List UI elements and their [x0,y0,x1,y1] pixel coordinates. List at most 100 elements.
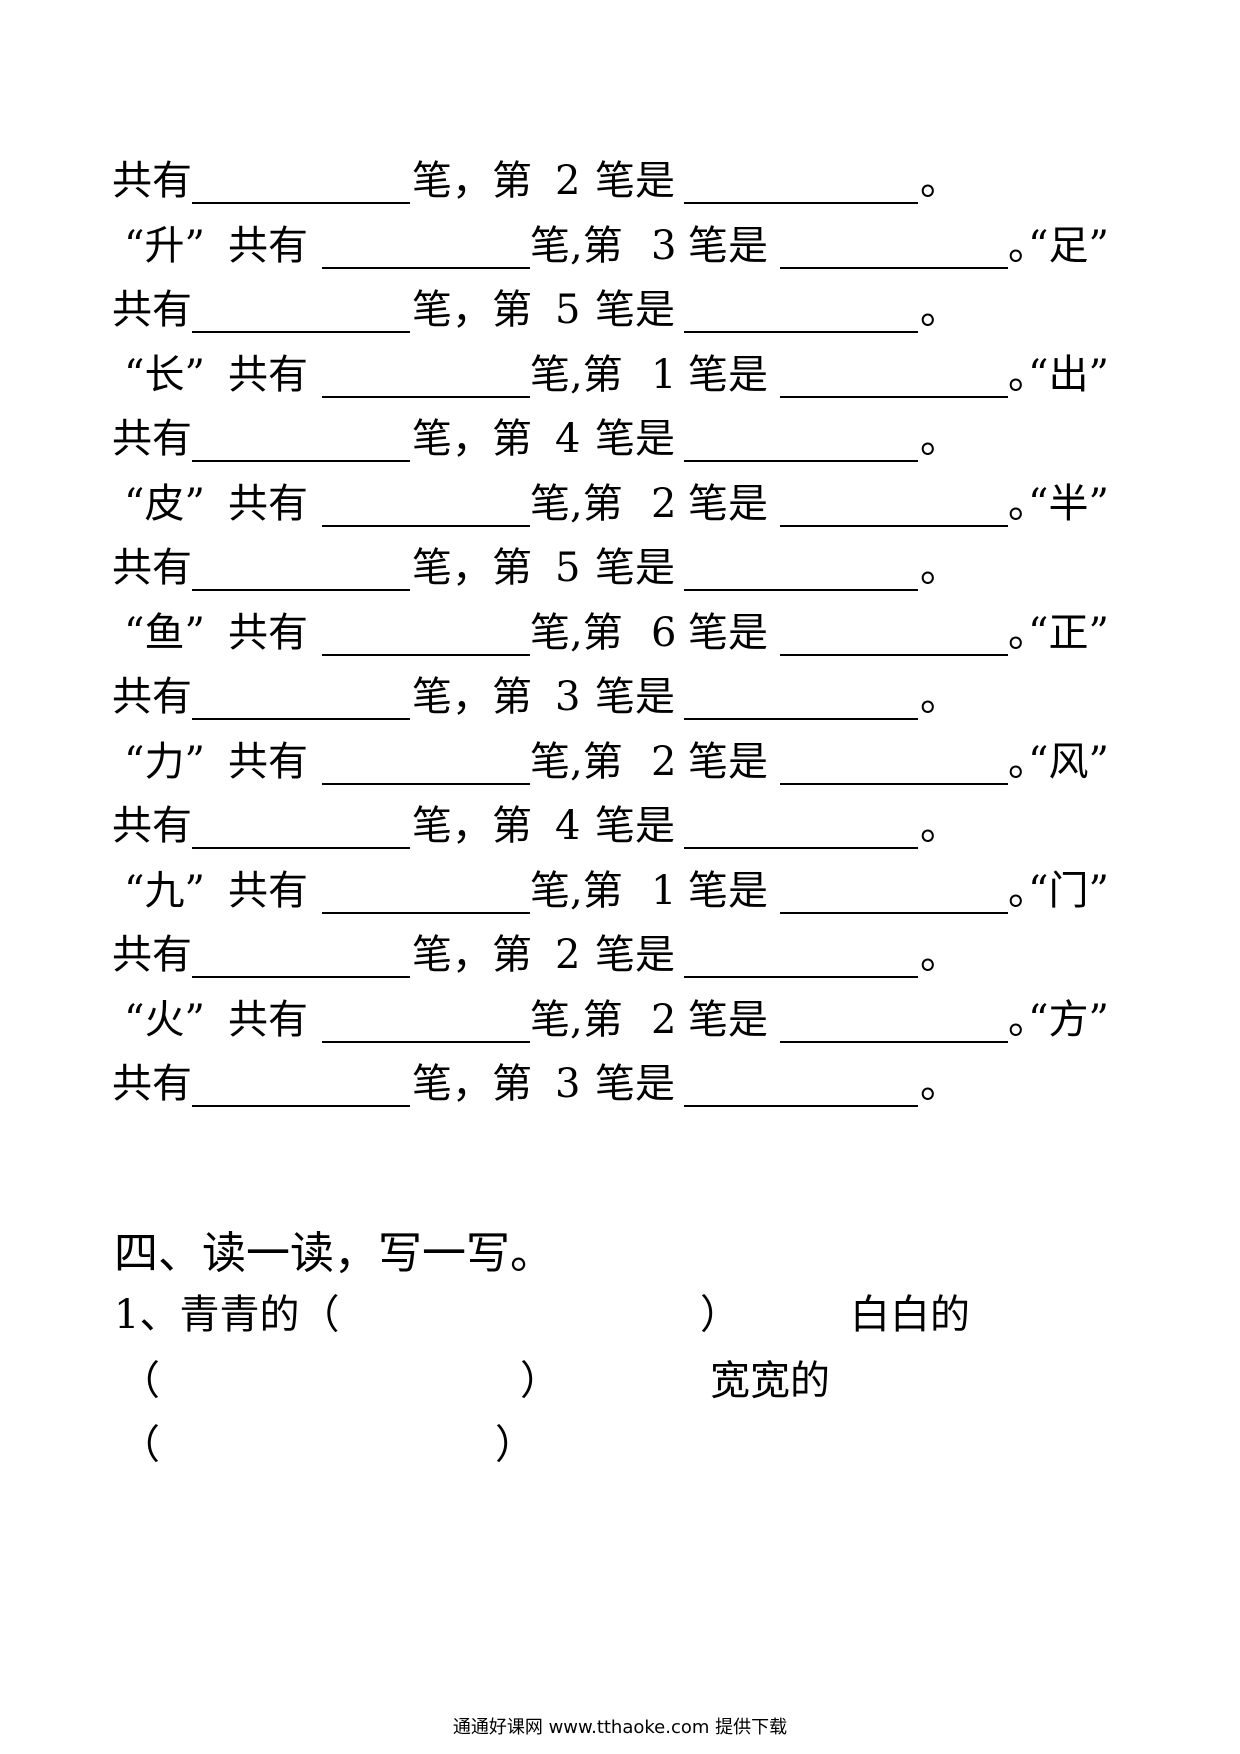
character-label: “力” [124,739,205,785]
next-character-label: “门” [1028,868,1109,914]
end-punct: 。 [1008,610,1048,656]
stroke-name-blank[interactable] [684,1105,918,1107]
lead-text: 共有 [228,352,308,398]
character-label: “升” [124,223,205,269]
line2-open-paren: （ [120,1358,160,1404]
read-write-line-2: （ ） 宽宽的 [0,1348,1240,1414]
lead-text: 共有 [228,739,308,785]
middle-text: 笔,第 [530,739,623,785]
end-punct: 。 [920,803,960,849]
stroke-number: 3 [651,223,677,269]
stroke-name-blank[interactable] [684,976,918,978]
section-four-title: 四、读一读，写一写。 [114,1228,554,1279]
end-punct: 。 [920,287,960,333]
stroke-name-blank[interactable] [780,396,1008,398]
end-punct: 。 [920,1061,960,1107]
stroke-word: 笔是 [595,1061,675,1107]
middle-text: 笔,第 [530,868,623,914]
stroke-count-blank[interactable] [192,331,410,333]
end-punct: 。 [1008,997,1048,1043]
lead-text: 共有 [228,610,308,656]
lead-text: 共有 [112,287,192,333]
stroke-number: 2 [651,997,677,1043]
stroke-count-blank[interactable] [192,202,410,204]
stroke-number: 4 [555,416,581,462]
stroke-count-blank[interactable] [322,267,530,269]
next-character-label: “半” [1028,481,1109,527]
stroke-count-blank[interactable] [192,718,410,720]
character-label: “鱼” [124,610,205,656]
end-punct: 。 [1008,481,1048,527]
middle-text: 笔,第 [530,223,623,269]
stroke-count-blank[interactable] [322,654,530,656]
character-label: “火” [124,997,205,1043]
end-punct: 。 [920,674,960,720]
stroke-count-blank[interactable] [322,1041,530,1043]
stroke-number: 2 [555,158,581,204]
stroke-word: 笔是 [688,223,768,269]
middle-text: 笔，第 [412,1061,532,1107]
stroke-name-blank[interactable] [780,912,1008,914]
middle-text: 笔,第 [530,610,623,656]
stroke-word: 笔是 [595,545,675,591]
stroke-name-blank[interactable] [684,847,918,849]
stroke-name-blank[interactable] [780,783,1008,785]
character-label: “长” [124,352,205,398]
lead-text: 共有 [112,803,192,849]
middle-text: 笔,第 [530,352,623,398]
stroke-count-blank[interactable] [192,460,410,462]
read-write-line-3: （ ） [0,1412,1240,1478]
stroke-count-blank[interactable] [192,589,410,591]
stroke-name-blank[interactable] [684,202,918,204]
character-label: “皮” [124,481,205,527]
line2-word: 宽宽的 [710,1358,830,1404]
stroke-word: 笔是 [688,352,768,398]
stroke-count-blank[interactable] [192,847,410,849]
stroke-number: 2 [651,481,677,527]
line2-close-paren: ） [520,1358,560,1404]
lead-text: 共有 [112,416,192,462]
line3-open-paren: （ [120,1422,160,1468]
lead-text: 共有 [228,481,308,527]
middle-text: 笔，第 [412,545,532,591]
stroke-count-blank[interactable] [192,1105,410,1107]
middle-text: 笔,第 [530,481,623,527]
stroke-name-blank[interactable] [684,460,918,462]
stroke-number: 1 [651,868,677,914]
stroke-count-blank[interactable] [322,396,530,398]
stroke-number: 3 [555,1061,581,1107]
stroke-count-blank[interactable] [192,976,410,978]
stroke-word: 笔是 [688,610,768,656]
stroke-word: 笔是 [688,868,768,914]
stroke-name-blank[interactable] [684,589,918,591]
stroke-name-blank[interactable] [684,718,918,720]
end-punct: 。 [1008,352,1048,398]
stroke-number: 2 [555,932,581,978]
stroke-name-blank[interactable] [780,525,1008,527]
stroke-name-blank[interactable] [684,331,918,333]
stroke-name-blank[interactable] [780,1041,1008,1043]
next-character-label: “风” [1028,739,1109,785]
stroke-number: 3 [555,674,581,720]
end-punct: 。 [920,416,960,462]
stroke-count-blank[interactable] [322,912,530,914]
lead-text: 共有 [112,674,192,720]
stroke-word: 笔是 [595,674,675,720]
stroke-name-blank[interactable] [780,654,1008,656]
stroke-word: 笔是 [688,739,768,785]
stroke-name-blank[interactable] [780,267,1008,269]
stroke-count-blank[interactable] [322,525,530,527]
stroke-word: 笔是 [688,997,768,1043]
stroke-count-blank[interactable] [322,783,530,785]
